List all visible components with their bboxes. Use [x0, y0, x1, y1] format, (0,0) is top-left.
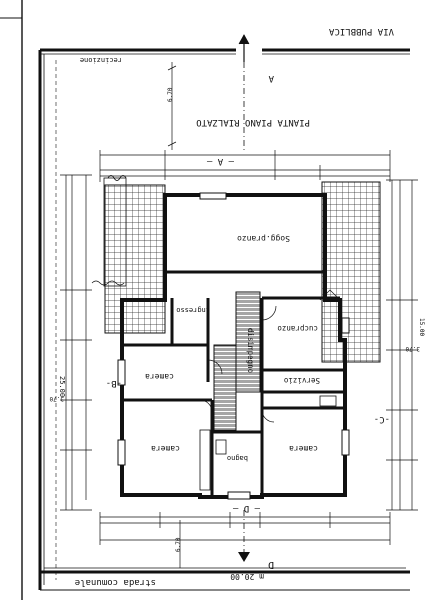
top-property-line	[40, 34, 410, 62]
stair-hatch-upper	[235, 291, 261, 393]
dim-chain-bottom	[99, 512, 391, 545]
dim-chain-left	[60, 174, 92, 511]
section-arrow-a-bottom	[238, 552, 250, 562]
service-fixtures	[199, 395, 337, 491]
dim-b-mark: 3.70	[49, 395, 64, 402]
road-width: m 20.00	[230, 572, 264, 581]
room-camera-3: camera	[289, 444, 318, 453]
bottom-property-line	[40, 567, 410, 591]
road-label: strada comunale	[75, 577, 156, 587]
dim-bottom-vertical: 6.70	[175, 537, 182, 552]
room-servizio: Servizio	[283, 376, 320, 385]
room-cucina: cucpranzo	[277, 324, 318, 333]
planter-left	[103, 177, 127, 287]
dim-chain-right	[386, 179, 418, 511]
room-camera-2: camera	[151, 444, 180, 453]
dim-left-total: 25.00	[58, 376, 66, 397]
dim-vertical-top	[167, 62, 177, 150]
dim-chain-top	[99, 150, 391, 182]
plan-title: PIANTA PIANO RIALZATO	[196, 117, 310, 127]
room-camera-1: camera	[145, 372, 174, 381]
section-mark-a-top: A	[268, 73, 274, 83]
vegetation	[91, 175, 127, 286]
section-mark-a-mid: — A —	[206, 156, 234, 166]
fence-label: recinzione	[80, 56, 122, 64]
section-mark-d-bottom: — D —	[232, 503, 260, 513]
section-mark-b: -B-	[106, 378, 122, 388]
dim-top-vertical: 6.70	[167, 87, 174, 102]
terrace-left	[104, 184, 166, 334]
windows	[117, 192, 350, 500]
room-ingresso: ingresso	[176, 306, 210, 314]
dim-right-total: 15.00	[418, 318, 425, 336]
street-label: VIA PUBBLICA	[328, 26, 394, 36]
stair-hatch	[213, 344, 237, 431]
door-swings	[199, 289, 341, 423]
terrace-right	[321, 181, 381, 363]
room-bagno: bagno	[227, 454, 248, 462]
dim-c-mark: 3.70	[405, 345, 420, 352]
room-soggiorno: Sogg.pranzo	[237, 234, 290, 243]
left-property-line	[38, 50, 57, 590]
section-mark-d-lower: D	[268, 559, 274, 570]
interior-walls	[122, 270, 345, 495]
room-disimpegno: disimpegno	[246, 328, 255, 374]
section-mark-c: -C-	[374, 414, 390, 424]
